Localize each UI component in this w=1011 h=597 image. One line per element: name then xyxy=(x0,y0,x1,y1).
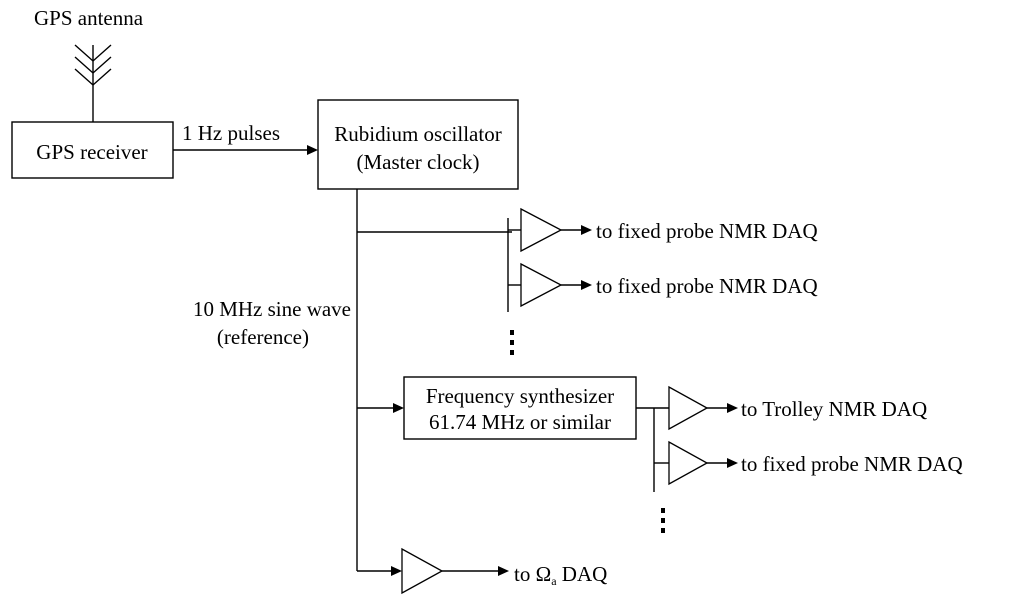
amplifier-triangle xyxy=(520,207,563,253)
output-label: to Trolley NMR DAQ xyxy=(741,397,927,421)
antenna-label: GPS antenna xyxy=(34,6,144,30)
oscillator-box xyxy=(317,99,519,190)
synthesizer-box xyxy=(403,376,637,440)
pulses-arrowhead xyxy=(307,145,318,155)
synthesizer-line2: 61.74 MHz or similar xyxy=(429,410,611,434)
synthesizer-line1: Frequency synthesizer xyxy=(426,384,614,408)
oscillator-line1: Rubidium oscillator xyxy=(334,122,501,146)
gps-receiver-label: GPS receiver xyxy=(36,140,147,164)
amplifier-triangle xyxy=(668,385,709,431)
amplifier-triangle xyxy=(520,262,563,308)
pulses-label: 1 Hz pulses xyxy=(182,121,280,145)
amplifier-triangle xyxy=(401,547,444,595)
oscillator-line2: (Master clock) xyxy=(356,150,479,174)
omega-output-label: to Ωa DAQ xyxy=(514,562,607,588)
output-label: to fixed probe NMR DAQ xyxy=(741,452,963,476)
continuation-dots xyxy=(510,330,514,355)
continuation-dots xyxy=(661,508,665,533)
reference-label-line1: 10 MHz sine wave xyxy=(193,297,351,321)
reference-label-line2: (reference) xyxy=(217,325,309,349)
output-label: to fixed probe NMR DAQ xyxy=(596,219,818,243)
antenna-icon xyxy=(74,44,112,122)
output-label: to fixed probe NMR DAQ xyxy=(596,274,818,298)
amplifier-triangle xyxy=(668,440,709,486)
